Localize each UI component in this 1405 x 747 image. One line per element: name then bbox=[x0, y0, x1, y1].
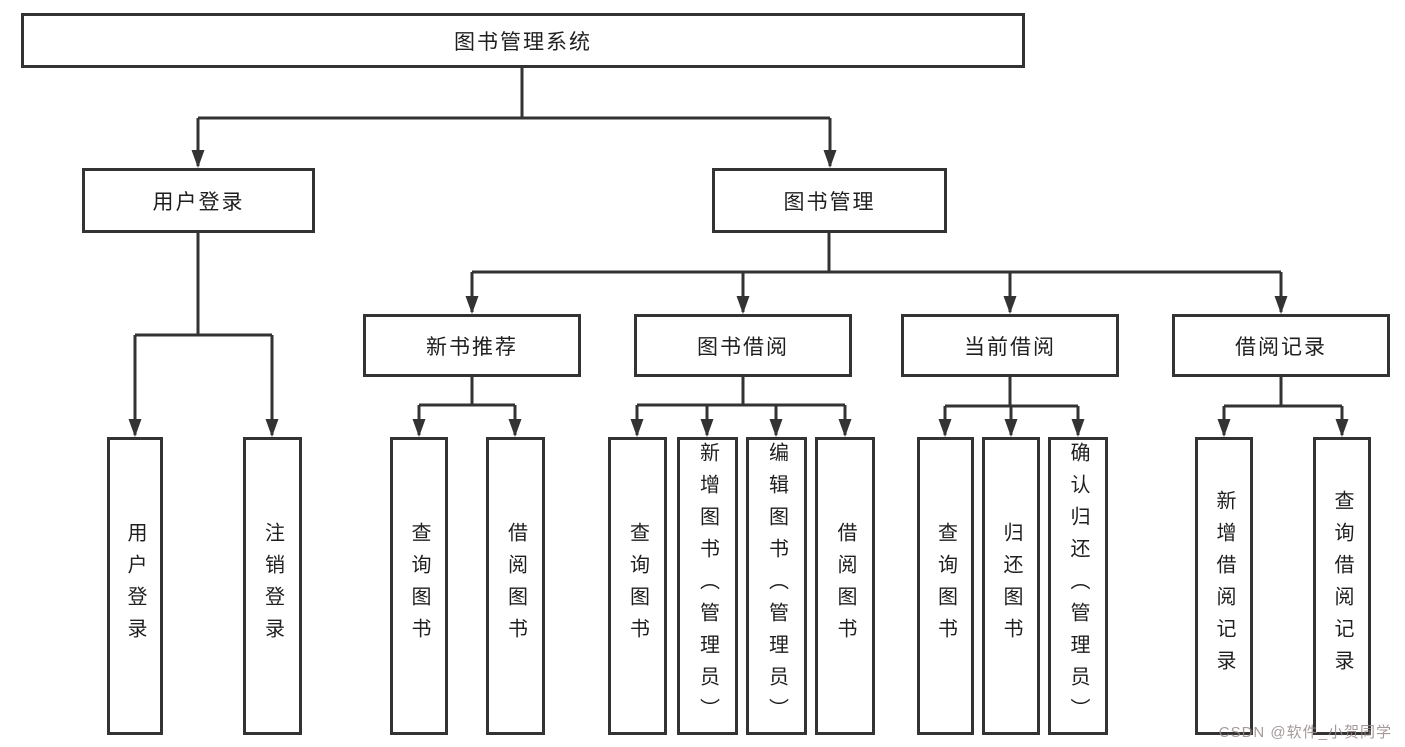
leaf-add-book-admin-label: 新增图书（管理员） bbox=[696, 442, 719, 730]
leaf-user-login-label: 用户登录 bbox=[124, 522, 146, 650]
leaf-confirm-return-admin: 确认归还（管理员） bbox=[1048, 437, 1108, 735]
leaf-borrow-books-recommend-label: 借阅图书 bbox=[504, 522, 527, 650]
leaf-query-books-borrowing: 查询图书 bbox=[608, 437, 667, 735]
node-book-management: 图书管理 bbox=[712, 168, 947, 233]
leaf-return-books-label: 归还图书 bbox=[1000, 522, 1022, 650]
leaf-user-login: 用户登录 bbox=[107, 437, 163, 735]
connector-paths bbox=[133, 68, 1344, 435]
leaf-edit-book-admin: 编辑图书（管理员） bbox=[746, 437, 807, 735]
node-library-system: 图书管理系统 bbox=[21, 13, 1025, 68]
leaf-add-borrow-record-label: 新增借阅记录 bbox=[1213, 490, 1235, 682]
node-current-borrowing: 当前借阅 bbox=[901, 314, 1119, 377]
watermark: CSDN @软件_小贺同学 bbox=[1218, 724, 1392, 741]
leaf-borrow-books-borrowing: 借阅图书 bbox=[815, 437, 875, 735]
node-new-book-recommendation: 新书推荐 bbox=[363, 314, 581, 377]
leaf-query-books-recommend-label: 查询图书 bbox=[408, 522, 430, 650]
node-book-borrowing: 图书借阅 bbox=[634, 314, 852, 377]
node-user-login: 用户登录 bbox=[82, 168, 315, 233]
leaf-query-borrow-record: 查询借阅记录 bbox=[1313, 437, 1371, 735]
leaf-borrow-books-borrowing-label: 借阅图书 bbox=[834, 522, 856, 650]
leaf-query-borrow-record-label: 查询借阅记录 bbox=[1331, 490, 1353, 682]
node-borrowing-records: 借阅记录 bbox=[1172, 314, 1390, 377]
leaf-confirm-return-admin-label: 确认归还（管理员） bbox=[1067, 442, 1089, 730]
leaf-logout-label: 注销登录 bbox=[261, 522, 284, 650]
leaf-query-books-current: 查询图书 bbox=[917, 437, 974, 735]
arrowheads bbox=[128, 150, 1349, 437]
leaf-add-borrow-record: 新增借阅记录 bbox=[1195, 437, 1253, 735]
leaf-query-books-borrowing-label: 查询图书 bbox=[626, 522, 649, 650]
leaf-query-books-recommend: 查询图书 bbox=[390, 437, 448, 735]
leaf-add-book-admin: 新增图书（管理员） bbox=[677, 437, 738, 735]
leaf-logout: 注销登录 bbox=[243, 437, 302, 735]
leaf-edit-book-admin-label: 编辑图书（管理员） bbox=[765, 442, 788, 730]
leaf-query-books-current-label: 查询图书 bbox=[934, 522, 957, 650]
leaf-borrow-books-recommend: 借阅图书 bbox=[486, 437, 545, 735]
leaf-return-books: 归还图书 bbox=[982, 437, 1040, 735]
